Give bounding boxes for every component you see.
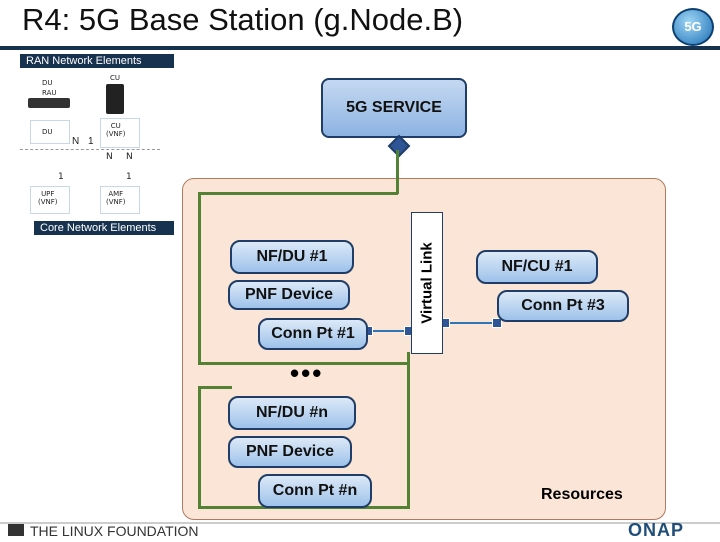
server-icon [106,84,124,114]
footer [0,522,720,542]
link-left-upper [198,192,201,364]
one-label-2: 1 [58,172,64,182]
nf-du-1[interactable]: NF/DU #1 [230,240,354,274]
upf-box [30,186,70,214]
rau-label: RAU [42,89,57,97]
link-top [198,192,398,195]
link-left-lower [198,386,201,508]
n-multiplicity: N [72,136,80,147]
one-label-3: 1 [126,172,132,182]
link-lower-top [198,386,232,389]
conn-pt-1[interactable]: Conn Pt #1 [258,318,368,350]
cu-vnf-label: CU (VNF) [106,122,126,138]
du-box [30,120,70,144]
one-multiplicity: 1 [88,136,94,147]
amf-box [100,186,140,214]
nf-cu-1[interactable]: NF/CU #1 [476,250,598,284]
link-right [407,352,410,509]
service-connector [387,134,411,158]
resources-label: Resources [541,486,623,503]
core-header: Core Network Elements [34,221,174,235]
virtual-link-label: Virtual Link [418,242,436,324]
n-label-3: N [126,152,133,162]
n-label-2: N [106,152,113,162]
conn-pt-n[interactable]: Conn Pt #n [258,474,372,508]
pnf-device-1[interactable]: PNF Device [228,280,350,310]
ran-header: RAN Network Elements [20,54,174,68]
virtual-link[interactable]: Virtual Link [411,212,443,354]
5g-service-box[interactable]: 5G SERVICE [321,78,467,138]
cu-label: CU [110,74,121,82]
cu-vnf-box [100,118,140,148]
switch-icon [28,98,70,108]
pnf-device-n[interactable]: PNF Device [228,436,352,468]
service-link [396,150,399,194]
linux-foundation-icon [8,524,24,536]
linux-foundation-label: THE LINUX FOUNDATION [30,523,199,539]
conn-pt-3[interactable]: Conn Pt #3 [497,290,629,322]
link-mid [198,362,410,365]
title-underline [0,46,720,50]
nf-du-n[interactable]: NF/DU #n [228,396,356,430]
ellipsis: ••• [290,358,324,388]
page-title: R4: 5G Base Station (g.Node.B) [22,2,464,37]
du-box-label: DU [42,128,53,136]
du-label: DU [42,79,53,87]
conn3-link [441,322,497,324]
5g-logo: 5G [672,8,714,46]
conn1-link [366,330,412,332]
divider-line [20,149,160,160]
onap-logo: ONAP [628,520,685,540]
amf-label: AMF (VNF) [106,190,126,206]
upf-label: UPF (VNF) [38,190,58,206]
conn3-port [492,318,502,328]
